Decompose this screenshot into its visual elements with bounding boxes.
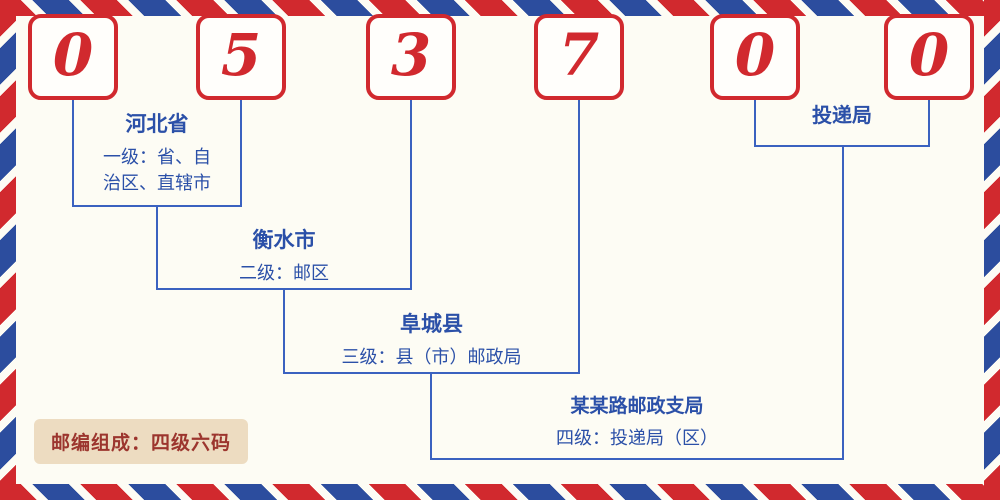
digit-box-6: 0 [884, 14, 974, 100]
airmail-border-top [0, 0, 1000, 16]
delivery-office-title: 投递局 [812, 105, 872, 127]
level4-desc: 四级：投递局（区） [556, 427, 718, 448]
level2-title: 衡水市 [252, 229, 316, 252]
level1-label: 河北省 一级：省、自治区、直辖市 [72, 112, 242, 196]
digit-box-4: 7 [534, 14, 624, 100]
delivery-office-label: 投递局 [754, 104, 930, 129]
connector-line [928, 100, 930, 147]
level4-title: 某某路邮政支局 [570, 396, 704, 417]
level2-desc: 二级：邮区 [239, 263, 329, 284]
level3-desc: 三级：县（市）邮政局 [341, 347, 522, 368]
connector-line [754, 145, 930, 147]
digit-2: 5 [220, 21, 262, 89]
digit-6: 0 [908, 21, 950, 89]
legend-box: 邮编组成：四级六码 [34, 419, 249, 464]
connector-line [283, 372, 580, 374]
digit-box-3: 3 [366, 14, 456, 100]
connector-line [240, 100, 242, 207]
connector-line [156, 207, 158, 290]
digit-1: 0 [52, 21, 94, 89]
digit-3: 3 [390, 21, 432, 89]
connector-line [72, 100, 74, 207]
connector-line [430, 458, 844, 460]
connector-line [430, 374, 432, 460]
level4-label: 某某路邮政支局 四级：投递局（区） [430, 395, 844, 451]
connector-line [842, 147, 844, 460]
connector-line [156, 288, 412, 290]
connector-line [72, 205, 242, 207]
level3-title: 阜城县 [400, 313, 463, 336]
level3-label: 阜城县 三级：县（市）邮政局 [283, 312, 580, 370]
connector-line [410, 100, 412, 290]
legend-text: 邮编组成：四级六码 [51, 433, 232, 454]
level1-desc: 一级：省、自治区、直辖市 [103, 147, 211, 194]
digit-5: 0 [734, 21, 776, 89]
digit-box-1: 0 [28, 14, 118, 100]
level1-title: 河北省 [125, 113, 189, 136]
airmail-border-bottom [0, 484, 1000, 500]
connector-line [578, 100, 580, 374]
digit-box-2: 5 [196, 14, 286, 100]
digit-4: 7 [558, 21, 600, 89]
digit-box-5: 0 [710, 14, 800, 100]
airmail-border-right [984, 0, 1000, 500]
connector-line [754, 100, 756, 147]
airmail-border-left [0, 0, 16, 500]
level2-label: 衡水市 二级：邮区 [156, 228, 412, 286]
connector-line [283, 290, 285, 374]
